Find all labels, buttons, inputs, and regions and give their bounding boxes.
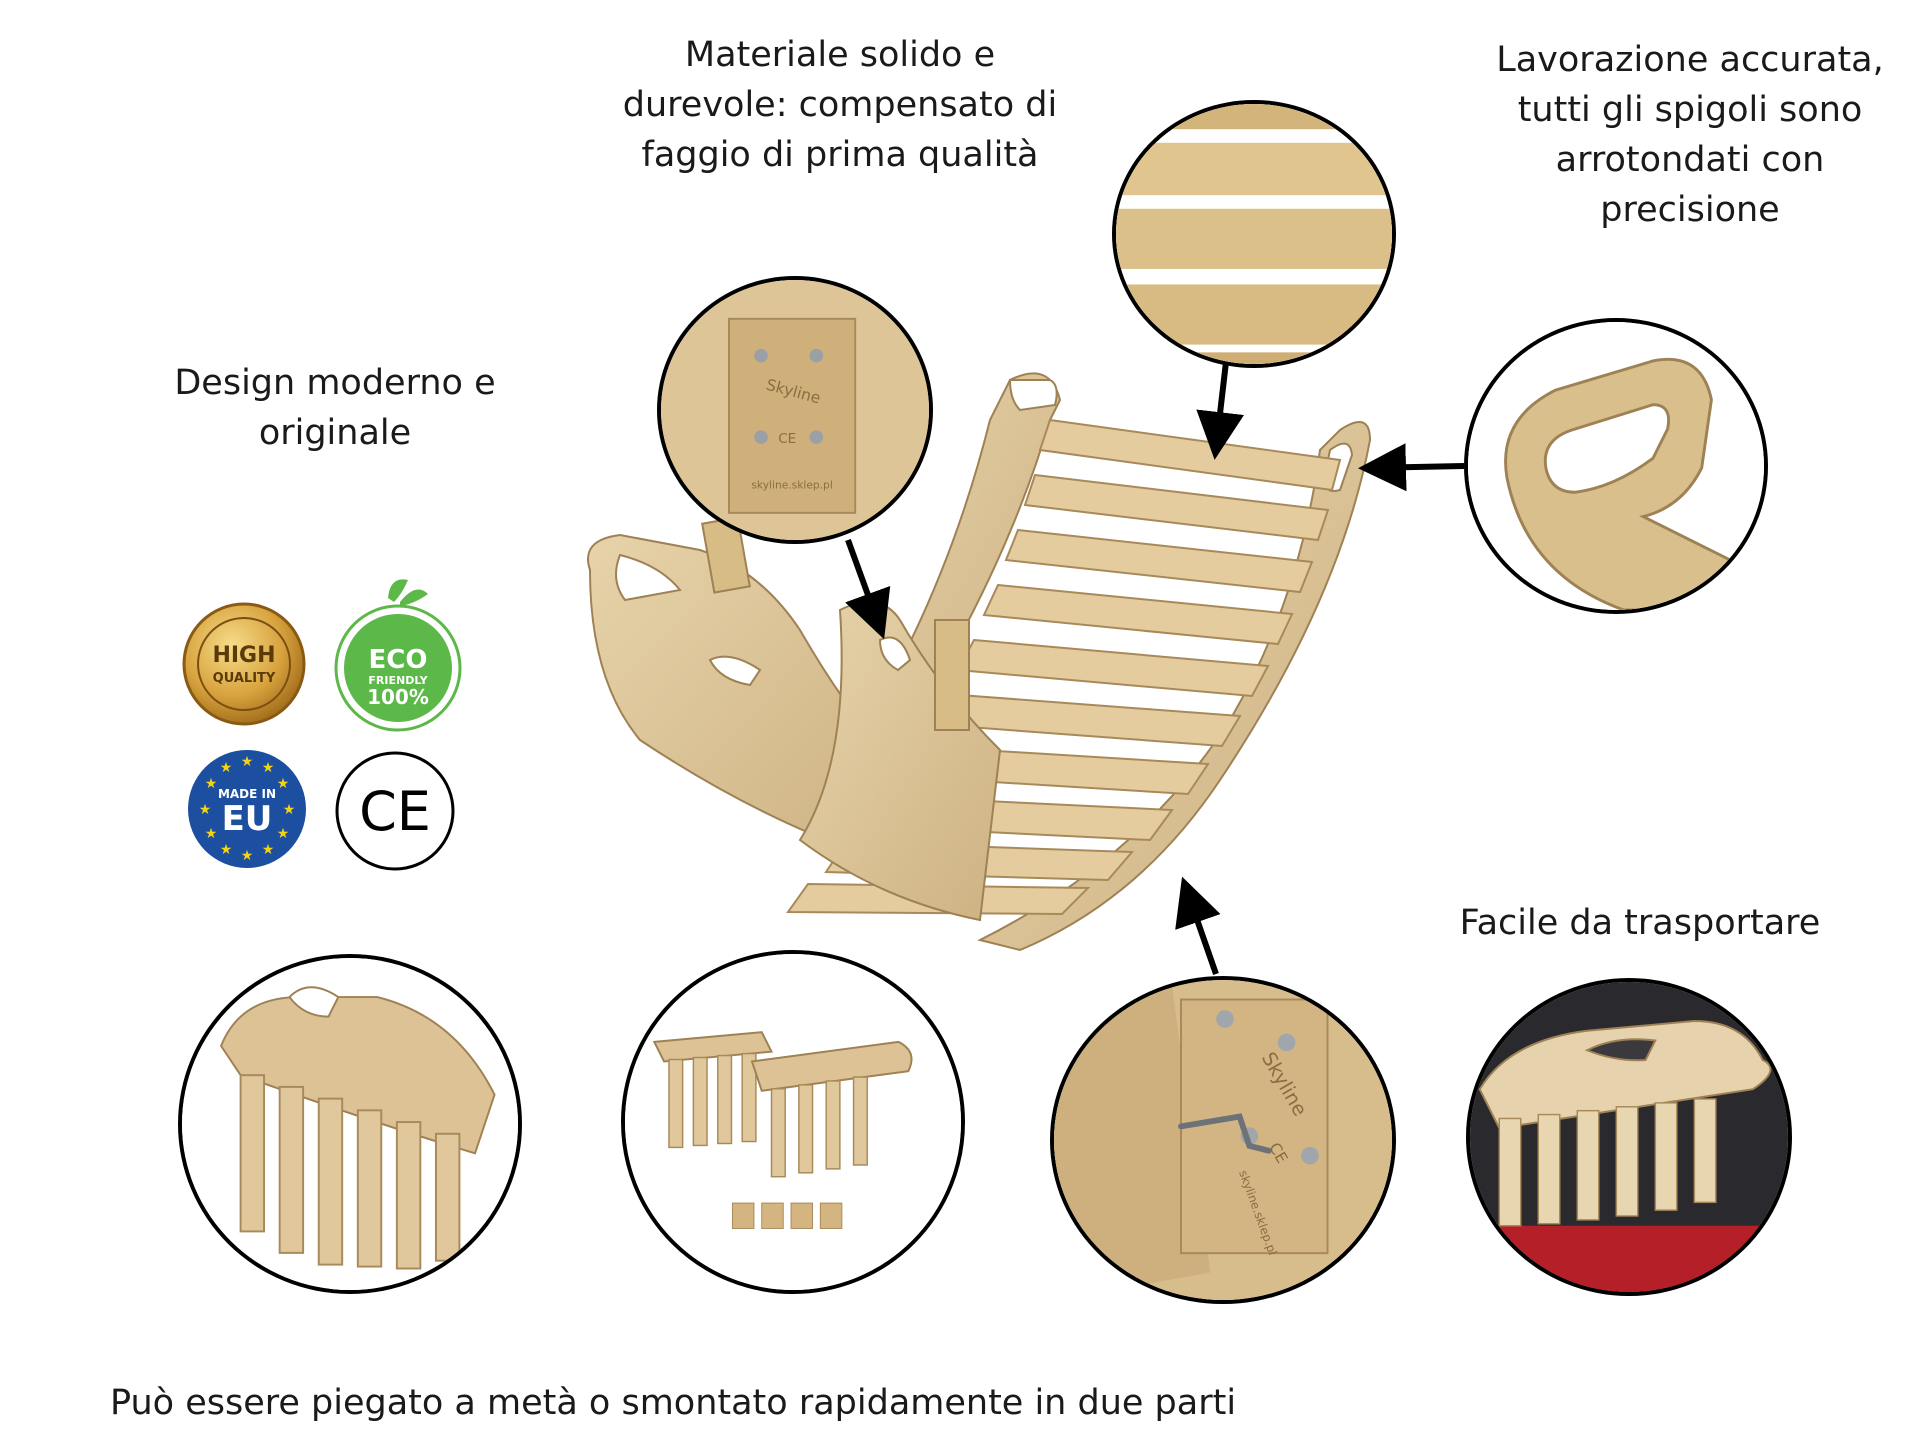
svg-text:★: ★: [220, 842, 233, 858]
badge-eco-line1: ECO: [369, 645, 428, 675]
svg-text:★: ★: [241, 754, 254, 770]
svg-text:★: ★: [277, 776, 290, 792]
ce-mark-icon: CE: [335, 751, 455, 871]
made-in-eu-badge-icon: ★★★ ★★★ ★★★ ★★★ MADE IN EU: [188, 750, 306, 868]
svg-text:★: ★: [277, 826, 290, 842]
detail-handle: [1464, 318, 1768, 614]
badge-hq-line2: QUALITY: [213, 671, 276, 686]
badge-eu-line1: MADE IN: [218, 787, 276, 801]
svg-text:★: ★: [262, 842, 275, 858]
badge-eco-line3: 100%: [367, 685, 429, 709]
badge-eu-line2: EU: [222, 799, 273, 839]
caption-design: Design moderno e originale: [174, 363, 496, 453]
high-quality-badge-icon: HIGH QUALITY: [182, 602, 306, 726]
eco-friendly-badge-icon: ECO FRIENDLY 100%: [334, 579, 462, 732]
badge-ce-text: CE: [359, 780, 431, 843]
svg-text:★: ★: [262, 760, 275, 776]
detail-plate: Skyline CE skyline.sklep.pl: [657, 276, 933, 544]
svg-text:★: ★: [241, 848, 254, 864]
badge-eco-line2: FRIENDLY: [368, 674, 428, 687]
detail-car-trunk: [1466, 978, 1792, 1296]
detail-hinge: Skyline CE skyline.sklep.pl: [1050, 976, 1396, 1304]
svg-text:★: ★: [205, 776, 218, 792]
plate-ce-text: CE: [778, 431, 796, 447]
svg-text:★: ★: [220, 760, 233, 776]
detail-parts: [621, 950, 965, 1294]
svg-text:★: ★: [205, 826, 218, 842]
svg-text:★: ★: [199, 802, 212, 818]
caption-facile: Facile da trasportare: [1459, 903, 1821, 943]
arrow-icon: [1358, 443, 1465, 492]
rocker-product-image: [587, 372, 1372, 952]
plate-website-text: skyline.sklep.pl: [751, 479, 832, 492]
badge-hq-line1: HIGH: [212, 643, 275, 668]
caption-material: Materiale solido e durevole: compensato …: [622, 35, 1058, 175]
detail-folded: [178, 954, 522, 1294]
svg-text:★: ★: [283, 802, 296, 818]
caption-lavorazione: Lavorazione accurata, tutti gli spigoli …: [1496, 40, 1884, 230]
caption-piegato: Può essere piegato a metà o smontato rap…: [110, 1383, 1237, 1423]
detail-slats: [1112, 100, 1396, 368]
